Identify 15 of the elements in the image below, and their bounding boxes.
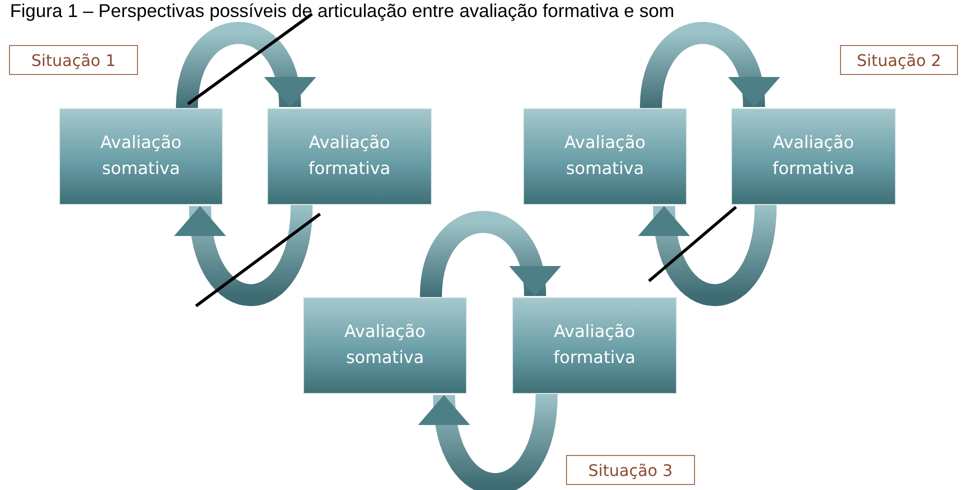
situation-tag: Situação 1: [9, 45, 138, 75]
curved-arrow: [176, 204, 313, 306]
process-box: Avaliação formativa: [512, 297, 677, 394]
process-box: Avaliação somativa: [303, 297, 467, 394]
process-box: Avaliação formativa: [731, 108, 896, 205]
process-box: Avaliação formativa: [267, 108, 432, 205]
situation-tag: Situação 2: [840, 45, 958, 75]
process-box: Avaliação somativa: [59, 108, 223, 205]
curved-arrow: [176, 22, 314, 109]
curved-arrow: [640, 22, 778, 109]
curved-arrow: [420, 211, 558, 298]
process-box: Avaliação somativa: [523, 108, 687, 205]
curved-arrow: [640, 204, 777, 306]
situation-tag: Situação 3: [566, 455, 695, 485]
curved-arrow: [420, 393, 558, 490]
